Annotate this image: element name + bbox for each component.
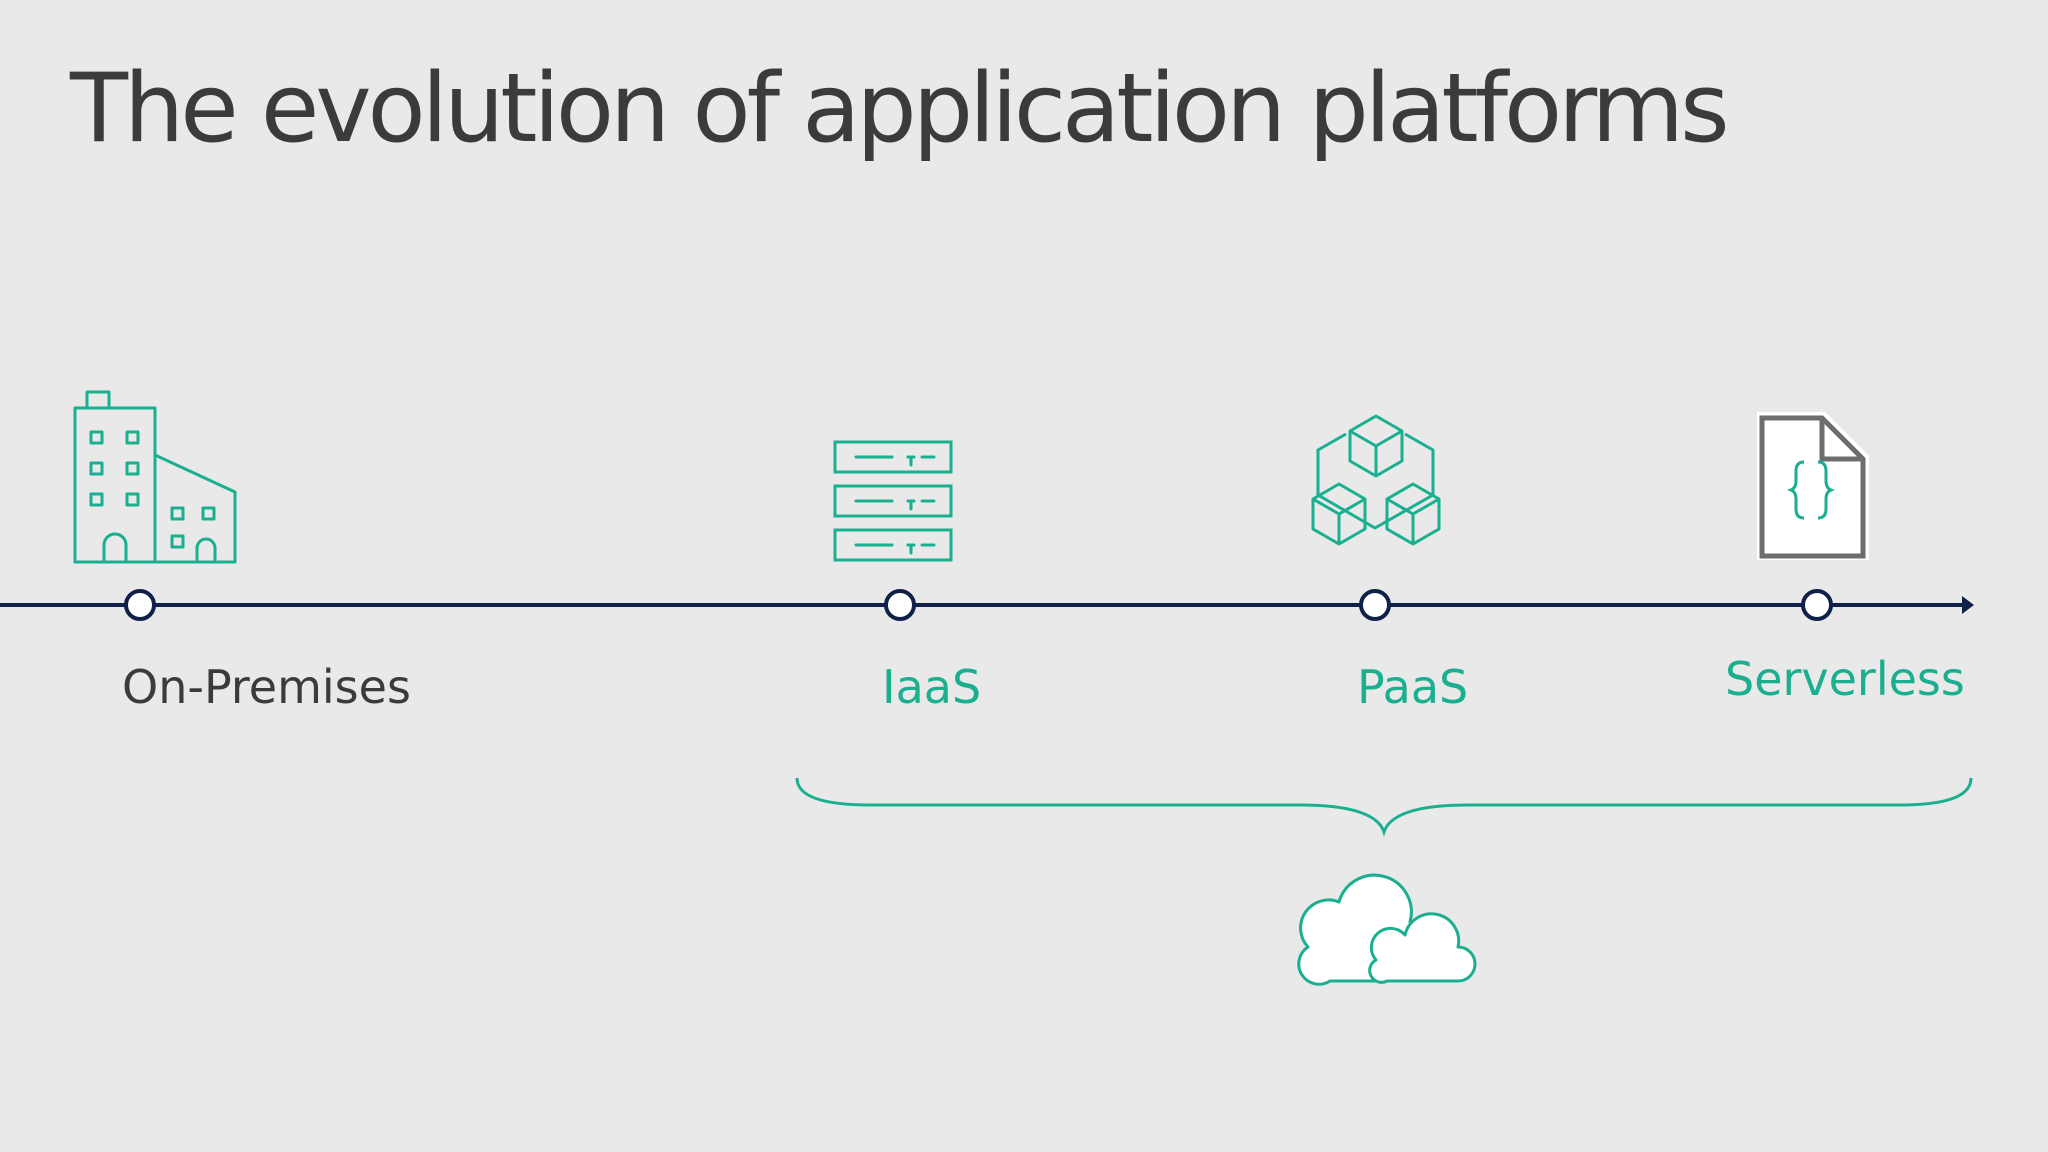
stage-label-paas: PaaS bbox=[1357, 660, 1468, 714]
timeline-node-paas bbox=[1359, 589, 1391, 621]
stage-label-iaas: IaaS bbox=[882, 660, 981, 714]
timeline-arrowhead bbox=[1962, 596, 1974, 614]
stage-label-serverless: Serverless bbox=[1725, 652, 1965, 706]
cubes-icon bbox=[1311, 414, 1441, 546]
timeline-node-on-premises bbox=[124, 589, 156, 621]
function-file-icon bbox=[1757, 412, 1869, 560]
server-rack-icon bbox=[833, 440, 953, 562]
building-icon bbox=[73, 390, 237, 564]
cloud-icon bbox=[1297, 873, 1477, 986]
slide-title: The evolution of application platforms bbox=[70, 54, 1730, 164]
stage-label-on-premises: On-Premises bbox=[122, 660, 411, 714]
timeline-node-iaas bbox=[884, 589, 916, 621]
timeline-node-serverless bbox=[1801, 589, 1833, 621]
cloud-group-brace bbox=[795, 777, 1973, 837]
